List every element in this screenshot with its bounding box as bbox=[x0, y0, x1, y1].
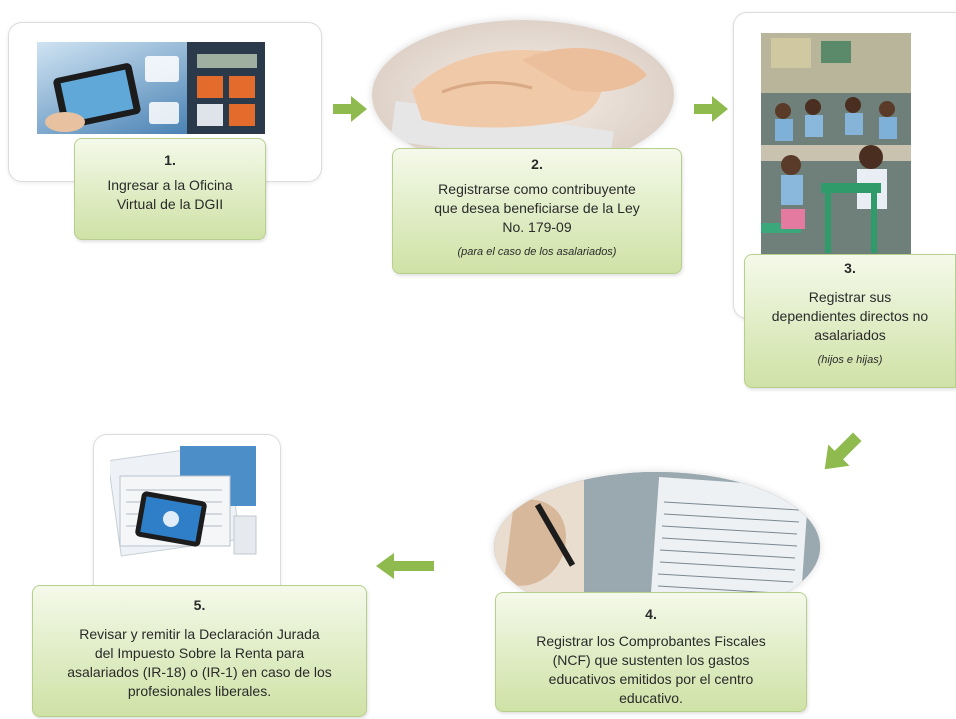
step-text-line: Virtual de la DGII bbox=[116, 196, 224, 212]
step-note: (para el caso de los asalariados) bbox=[457, 246, 617, 258]
step-number: 5. bbox=[193, 597, 206, 613]
step-text-line: del Impuesto Sobre la Renta para bbox=[94, 645, 305, 661]
tablet-calculator-illustration bbox=[37, 42, 265, 134]
step-text-line: asalariados (IR-18) o (IR-1) en caso de … bbox=[67, 664, 332, 680]
arrow-left-icon bbox=[376, 553, 434, 579]
step-4-box: 4. Registrar los Comprobantes Fiscales (… bbox=[495, 592, 807, 712]
arrow-down-left-icon bbox=[814, 426, 868, 480]
tax-forms-tablet-illustration bbox=[110, 446, 260, 558]
arrow-right-icon bbox=[694, 96, 728, 122]
step-3-box: 3. Registrar sus dependientes directos n… bbox=[744, 254, 956, 388]
step-text-line: dependientes directos no bbox=[771, 308, 929, 324]
step-5-box: 5. Revisar y remitir la Declaración Jura… bbox=[32, 585, 367, 717]
step-note: (hijos e hijas) bbox=[817, 354, 883, 366]
step-text-line: educativo. bbox=[619, 690, 683, 706]
step-text-line: Registrar sus bbox=[808, 289, 892, 305]
step-text-line: (NCF) que sustenten los gastos bbox=[552, 652, 750, 668]
step-1-box: 1. Ingresar a la Oficina Virtual de la D… bbox=[74, 138, 266, 240]
step-number: 2. bbox=[531, 156, 543, 172]
arrow-right-icon bbox=[333, 96, 367, 122]
step-text-line: Revisar y remitir la Declaración Jurada bbox=[79, 626, 320, 642]
step-number: 3. bbox=[844, 260, 856, 276]
step-text-line: Registrar los Comprobantes Fiscales bbox=[536, 633, 766, 649]
step-text-line: Ingresar a la Oficina bbox=[107, 177, 233, 193]
step-text-line: que desea beneficiarse de la Ley bbox=[434, 200, 640, 216]
schoolchildren-classroom-photo bbox=[761, 33, 911, 265]
step-number: 1. bbox=[164, 152, 176, 168]
step-text-line: educativos emitidos por el centro bbox=[548, 671, 754, 687]
step-text-line: asalariados bbox=[814, 327, 886, 343]
step-number: 4. bbox=[645, 606, 657, 622]
step-2-box: 2. Registrarse como contribuyente que de… bbox=[392, 148, 682, 274]
step-text-line: profesionales liberales. bbox=[127, 683, 272, 699]
step-text-line: No. 179-09 bbox=[502, 219, 572, 235]
step-text-line: Registrarse como contribuyente bbox=[438, 181, 636, 197]
